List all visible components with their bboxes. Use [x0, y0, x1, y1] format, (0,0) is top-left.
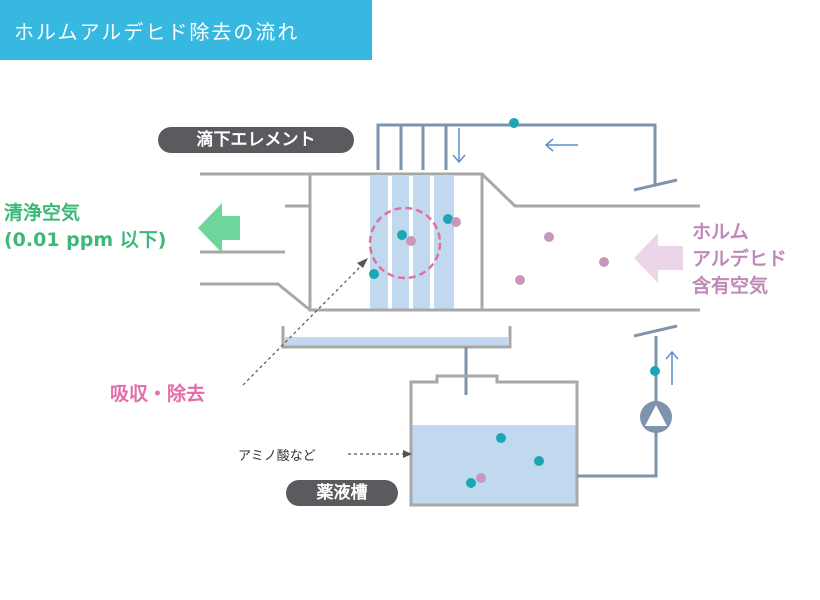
title-banner: ホルムアルデヒド除去の流れ [0, 0, 372, 60]
teal-particle [509, 118, 519, 128]
pink-particle [515, 275, 525, 285]
teal-particle [650, 366, 660, 376]
clean-air-label: 清浄空気 (0.01 ppm 以下) [4, 200, 166, 254]
formaldehyde-line2: アルデヒド [692, 248, 787, 270]
tank-label: 薬液槽 [286, 480, 398, 506]
pink-particle [599, 257, 609, 267]
pink-particle [451, 217, 461, 227]
tank-liquid [411, 425, 577, 505]
element-label: 滴下エレメント [158, 127, 354, 153]
absorb-remove-label: 吸収・除去 [110, 383, 206, 405]
air-duct [200, 172, 700, 312]
pink-particle [544, 232, 554, 242]
teal-particle [369, 269, 379, 279]
teal-particle [496, 433, 506, 443]
page-title: ホルムアルデヒド除去の流れ [14, 20, 300, 44]
formaldehyde-line1: ホルム [692, 221, 749, 243]
formaldehyde-label: ホルム アルデヒド 含有空気 [692, 219, 787, 300]
formaldehyde-line3: 含有空気 [692, 275, 769, 297]
clean-air-line2: (0.01 ppm 以下) [4, 229, 167, 251]
absorb-circle [368, 206, 442, 280]
teal-particle [534, 456, 544, 466]
flow-arrows [452, 128, 679, 385]
drip-tray [281, 326, 512, 349]
drip-tray-liquid [285, 337, 508, 346]
teal-particle [466, 478, 476, 488]
left-arrow-icon [634, 233, 683, 283]
left-arrow-icon [198, 203, 240, 253]
amino-acid-label: アミノ酸など [238, 449, 316, 464]
pink-particle [476, 473, 486, 483]
teal-particle [443, 214, 453, 224]
particles [369, 118, 660, 488]
pointer-arrowhead [357, 258, 368, 268]
pointer-lines [242, 263, 408, 455]
pointer-arrowhead [403, 450, 412, 458]
pump-icon [640, 401, 672, 433]
pink-particle [406, 236, 416, 246]
tank [409, 374, 579, 507]
teal-particle [397, 230, 407, 240]
clean-air-line1: 清浄空気 [4, 202, 81, 224]
